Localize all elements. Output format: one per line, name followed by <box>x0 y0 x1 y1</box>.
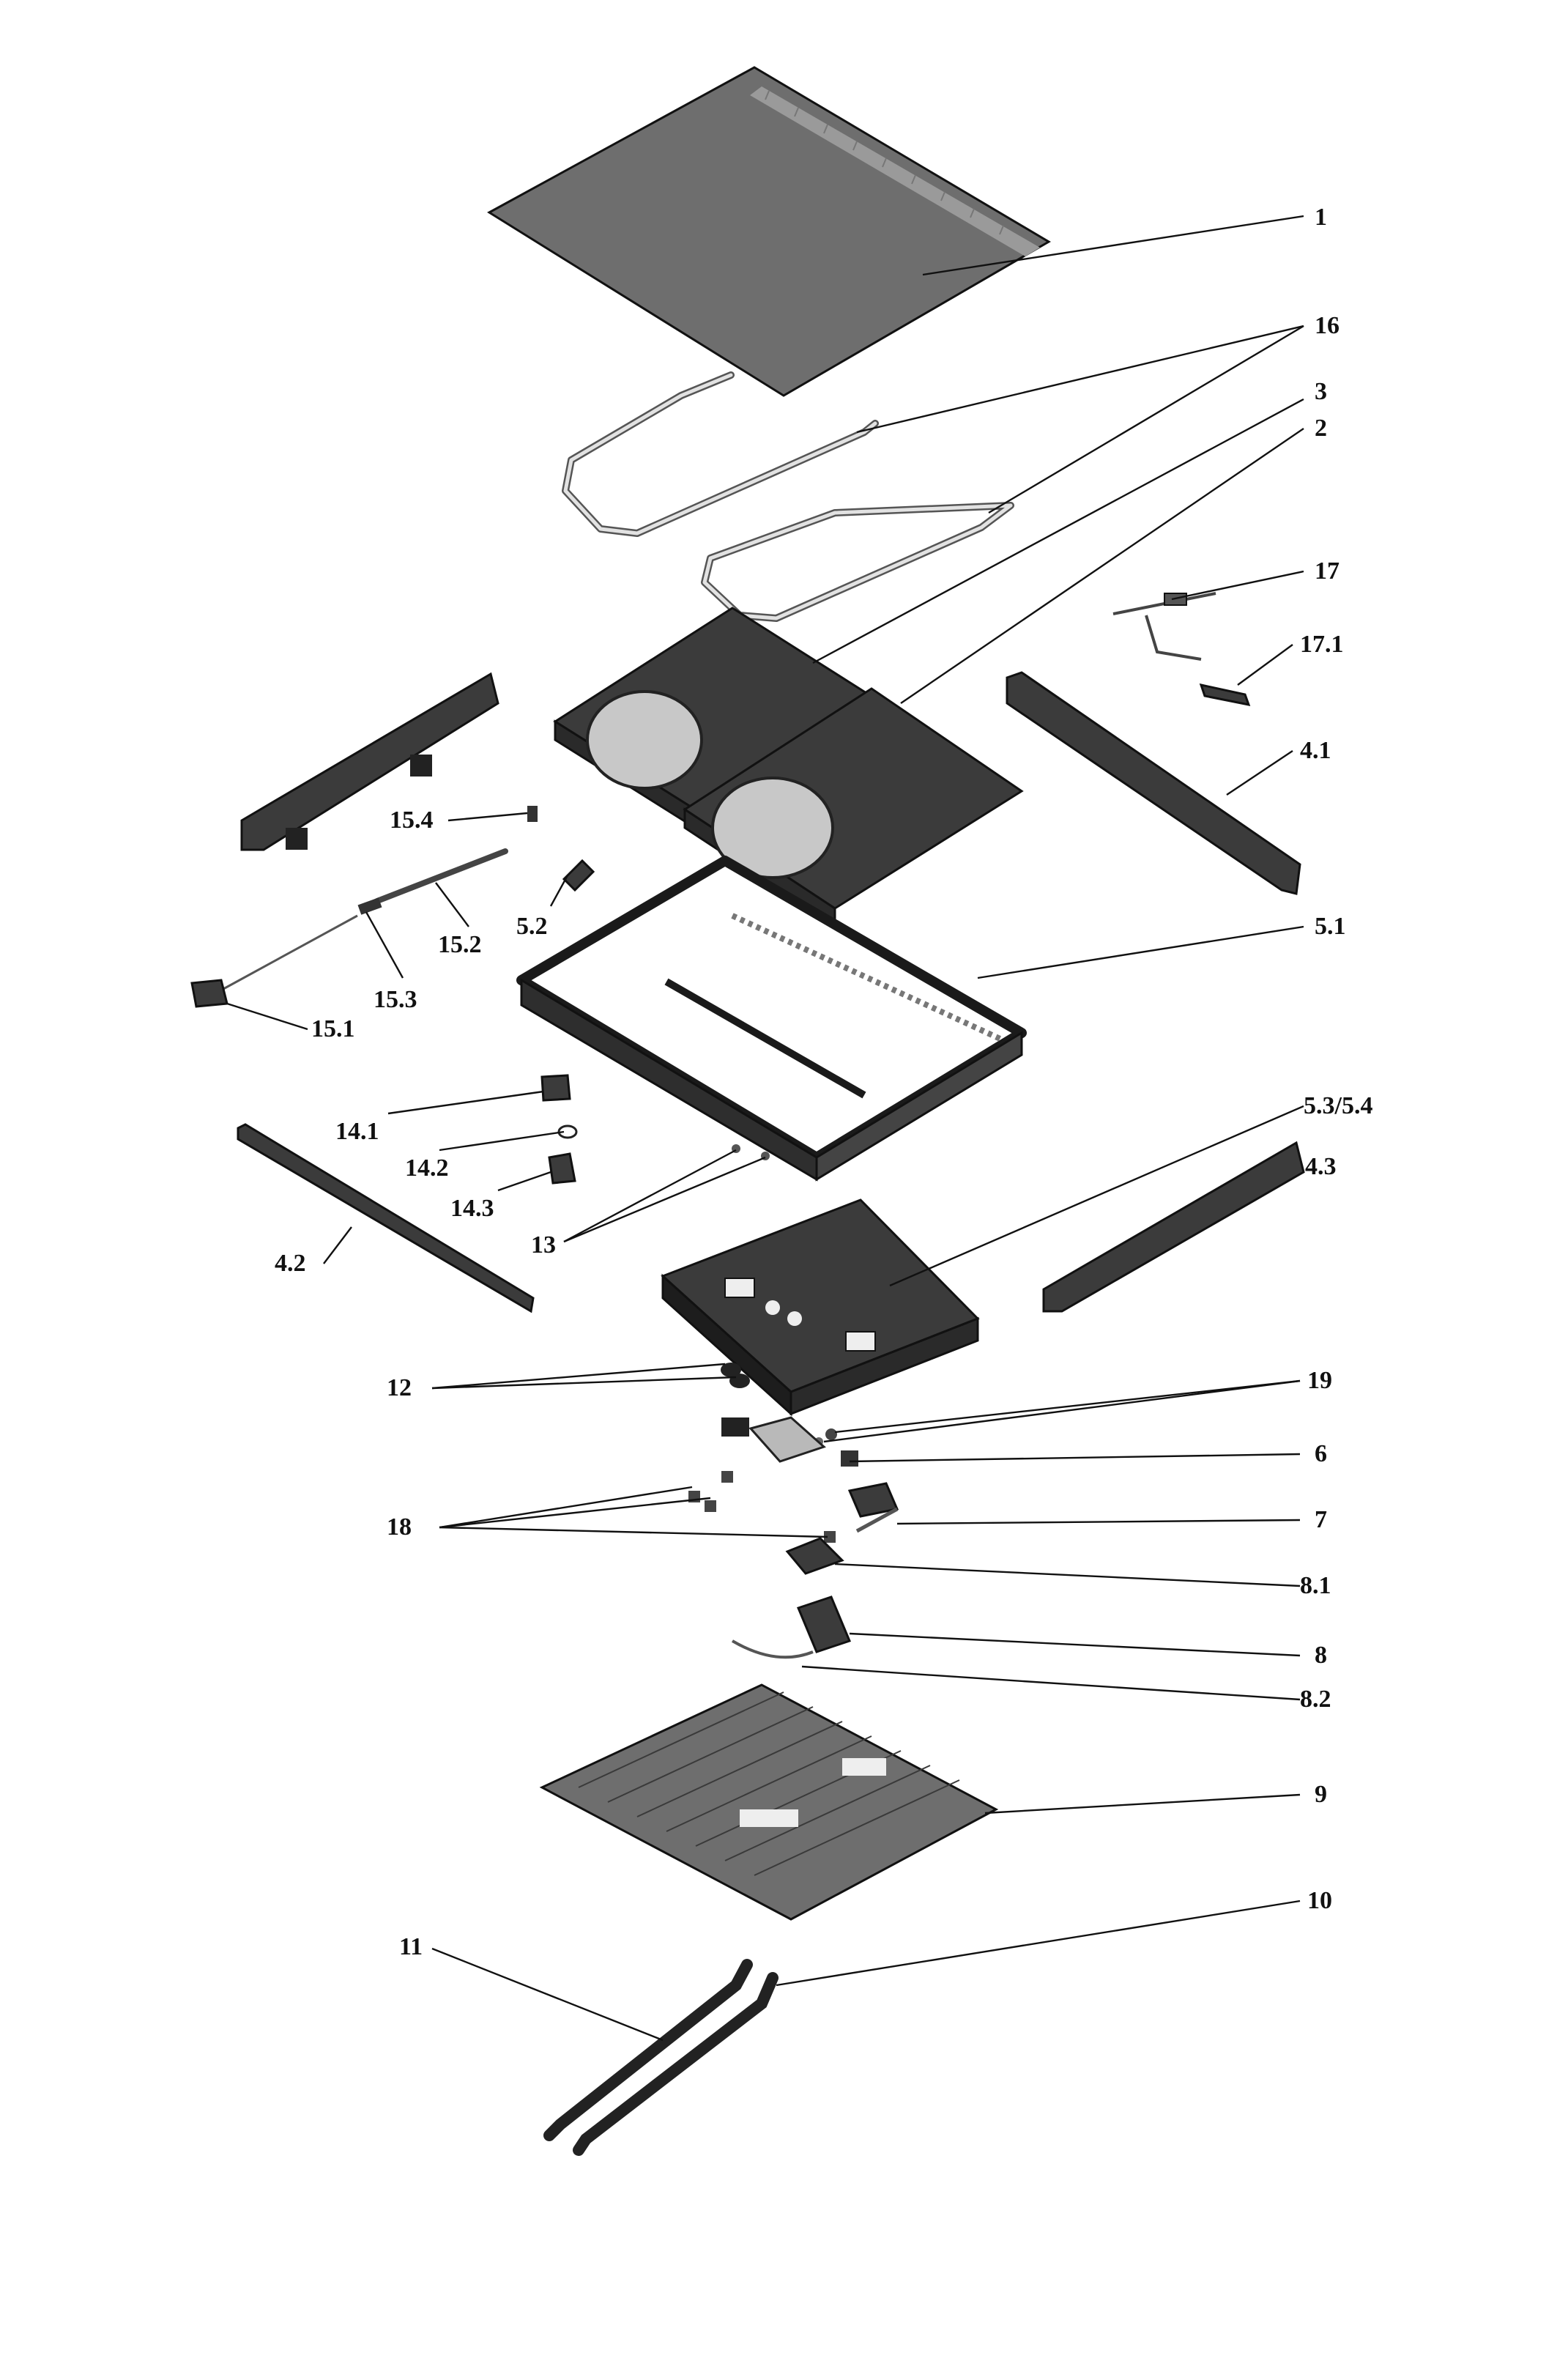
leader-12-a <box>431 1363 726 1390</box>
callout-13: 13 <box>531 1231 556 1259</box>
callout-10: 10 <box>1307 1887 1332 1914</box>
leader-18-b <box>439 1497 711 1529</box>
leader-11 <box>431 1947 664 2042</box>
part-10-rail <box>573 1972 779 2156</box>
leader-4-2 <box>323 1226 352 1264</box>
leader-18-a <box>439 1486 693 1529</box>
leader-lines <box>226 215 1304 2042</box>
part-4-3-right-lower-panel <box>1042 1141 1305 1313</box>
leader-14-3 <box>497 1171 551 1192</box>
part-9-bottom-grille <box>539 1683 999 1921</box>
part-5-3-5-4-base-tray <box>661 1198 980 1417</box>
leader-9 <box>984 1793 1301 1815</box>
callout-14-3: 14.3 <box>450 1195 494 1222</box>
callout-19: 19 <box>1307 1367 1332 1394</box>
callout-15-1: 15.1 <box>311 1015 355 1042</box>
leader-16-b <box>988 325 1304 514</box>
leader-8 <box>849 1632 1301 1657</box>
leader-17-1 <box>1237 644 1293 686</box>
leader-17 <box>1171 570 1304 601</box>
callout-3: 3 <box>1315 378 1327 405</box>
leader-5-3 <box>889 1105 1304 1287</box>
part-15-3-spring <box>357 897 382 915</box>
callout-14-1: 14.1 <box>335 1118 379 1145</box>
leader-13-a <box>563 1149 737 1243</box>
callout-5-3: 5.3/5.4 <box>1304 1092 1372 1119</box>
left-upper-side-panel <box>240 672 499 851</box>
part-15-1-block <box>190 914 358 1008</box>
callout-7: 7 <box>1315 1506 1327 1533</box>
part-11-rail <box>543 1959 753 2141</box>
leader-8-2 <box>801 1665 1301 1701</box>
part-5-2-bracket <box>562 859 595 892</box>
part-7-connector <box>847 1482 899 1533</box>
callout-4-2: 4.2 <box>275 1250 306 1277</box>
part-14-3-catch <box>548 1152 576 1185</box>
leader-18-c <box>439 1526 828 1538</box>
leader-15-2 <box>435 882 469 927</box>
part-16-heating-elements <box>562 371 1014 622</box>
leader-16-a <box>856 325 1304 434</box>
part-5-1-main-frame <box>516 856 1027 1182</box>
callout-2: 2 <box>1315 415 1327 442</box>
leader-5-2 <box>549 875 569 907</box>
leader-2 <box>900 428 1304 704</box>
part-14-1-latch <box>540 1074 571 1102</box>
leader-15-1 <box>226 1002 308 1031</box>
callout-9: 9 <box>1315 1781 1327 1808</box>
callout-1: 1 <box>1315 204 1327 231</box>
leader-3 <box>812 398 1304 664</box>
callout-5-1: 5.1 <box>1315 913 1346 940</box>
leader-8-1 <box>834 1563 1301 1587</box>
leader-14-1 <box>387 1090 544 1115</box>
leader-4-1 <box>1226 750 1293 796</box>
leader-6 <box>849 1453 1301 1463</box>
part-6-electronics-box <box>721 1416 858 1467</box>
part-17-sensor-assembly <box>1112 592 1216 661</box>
callout-14-2: 14.2 <box>405 1155 449 1182</box>
part-8-2-cable <box>731 1639 814 1659</box>
callout-17: 17 <box>1315 557 1340 585</box>
callout-5-2: 5.2 <box>516 913 548 940</box>
callout-8: 8 <box>1315 1642 1327 1669</box>
part-1-top-lid <box>487 66 1051 397</box>
callout-4-3: 4.3 <box>1305 1153 1337 1180</box>
callout-labels: 1 16 3 2 17 17.1 4.1 15.4 5.2 15.2 15.3 … <box>275 204 1372 1960</box>
callout-8-1: 8.1 <box>1300 1572 1331 1599</box>
callout-11: 11 <box>399 1933 423 1960</box>
callout-15-2: 15.2 <box>438 931 482 958</box>
part-18-terminals <box>688 1471 836 1543</box>
part-8-motor <box>796 1595 852 1653</box>
leader-7 <box>896 1519 1301 1525</box>
leader-19-a <box>834 1379 1301 1434</box>
leader-15-4 <box>447 812 528 822</box>
callout-4-1: 4.1 <box>1300 737 1331 764</box>
callout-12: 12 <box>387 1374 412 1401</box>
part-4-2-left-lower-panel <box>237 1123 535 1313</box>
callout-15-3: 15.3 <box>374 986 417 1013</box>
leader-14-2 <box>439 1130 565 1152</box>
leader-5-1 <box>977 925 1304 979</box>
callout-8-2: 8.2 <box>1300 1686 1331 1713</box>
leader-15-3 <box>365 911 404 979</box>
callout-18: 18 <box>387 1513 412 1541</box>
leader-10 <box>776 1900 1301 1987</box>
leader-1 <box>922 215 1304 276</box>
part-8-1-control-board <box>785 1537 844 1575</box>
part-4-1-right-side-panel <box>1006 671 1301 895</box>
leader-12-b <box>431 1376 737 1390</box>
part-15-2-rod <box>374 848 508 904</box>
part-17-1-sensor-clip <box>1199 683 1251 706</box>
callout-6: 6 <box>1315 1440 1327 1467</box>
callout-17-1: 17.1 <box>1300 631 1344 658</box>
leader-19-b <box>823 1379 1301 1443</box>
part-15-4-pin <box>527 806 538 822</box>
callout-16: 16 <box>1315 312 1340 339</box>
leader-13-b <box>563 1156 766 1243</box>
callout-15-4: 15.4 <box>390 807 434 834</box>
